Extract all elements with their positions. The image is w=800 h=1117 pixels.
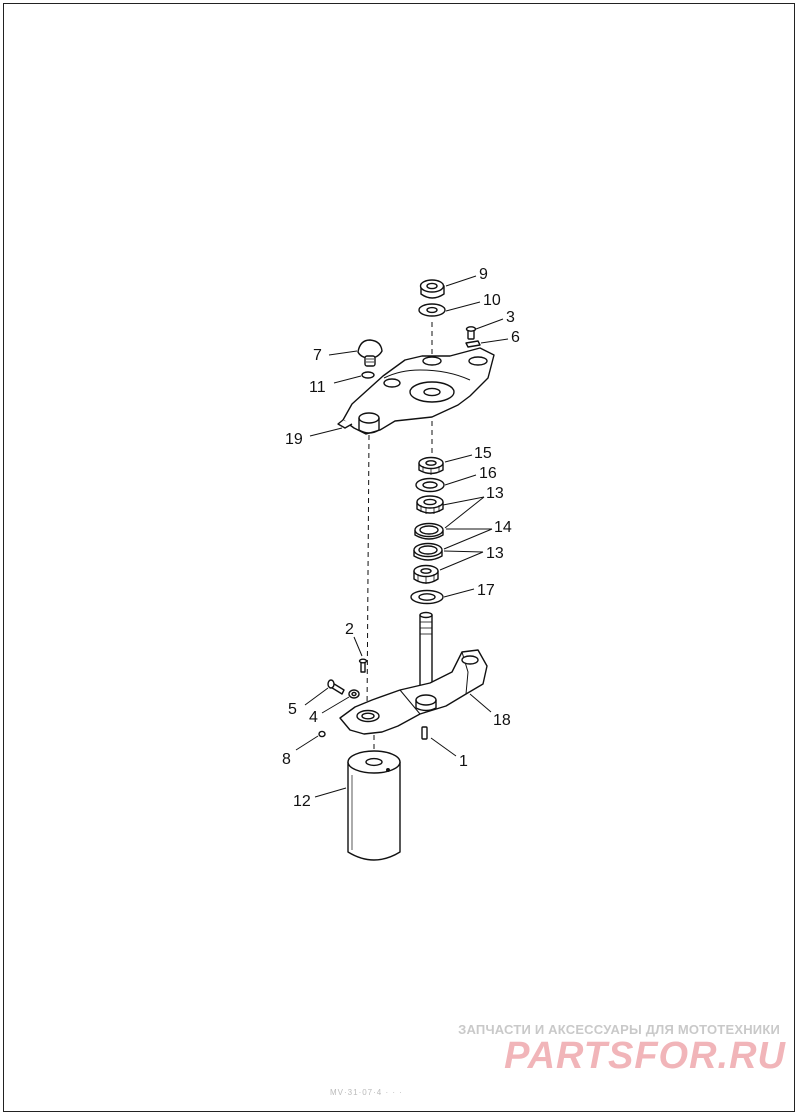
- callout-16: 16: [479, 465, 497, 482]
- part-4-washer: [348, 689, 360, 699]
- part-14-lower-race: [413, 542, 443, 561]
- callout-10: 10: [483, 292, 501, 309]
- part-15-cone-nut: [418, 456, 444, 475]
- callout-6: 6: [511, 329, 520, 346]
- callout-18: 18: [493, 712, 511, 729]
- callout-2: 2: [345, 621, 354, 638]
- callout-7: 7: [313, 347, 322, 364]
- figure-code: MV·31·07·4 · · ·: [330, 1088, 403, 1097]
- part-13-lower-bearing: [413, 564, 439, 584]
- part-16-washer: [415, 477, 445, 493]
- part-2-screw: [358, 658, 368, 673]
- callout-13-upper: 13: [486, 485, 504, 502]
- callout-13-lower: 13: [486, 545, 504, 562]
- callout-3: 3: [506, 309, 515, 326]
- callout-15: 15: [474, 445, 492, 462]
- part-6-clip: [465, 340, 481, 348]
- leader-lines: [295, 275, 509, 798]
- callout-8: 8: [282, 751, 291, 768]
- callout-12: 12: [293, 793, 311, 810]
- part-1-pin: [421, 726, 428, 740]
- part-10-washer: [418, 303, 446, 317]
- callout-11: 11: [309, 379, 326, 396]
- callout-9: 9: [479, 266, 488, 283]
- callout-14: 14: [494, 519, 512, 536]
- callout-labels: 9 10 3 6 7 11 19 15 16 13 14 13 17 2 5 4…: [282, 266, 520, 810]
- centerline-fork: [366, 434, 370, 713]
- callout-17: 17: [477, 582, 495, 599]
- part-18-lower-bracket: [339, 649, 488, 735]
- page-frame: [3, 3, 795, 1112]
- watermark-logo: PARTSFOR.RU: [504, 1035, 786, 1077]
- part-13-upper-bearing: [416, 495, 444, 514]
- part-8-plug: [318, 730, 326, 738]
- watermark-tagline: ЗАПЧАСТИ И АКСЕССУАРЫ ДЛЯ МОТОТЕХНИКИ: [458, 1022, 780, 1037]
- callout-19: 19: [285, 431, 303, 448]
- part-11-o-ring: [361, 371, 375, 379]
- part-12-fork-tube: [347, 750, 401, 861]
- callout-1: 1: [459, 753, 468, 770]
- part-5-bolt: [327, 679, 345, 695]
- callout-5: 5: [288, 701, 297, 718]
- part-17-dust-shield: [410, 589, 444, 605]
- part-3-bolt: [465, 326, 477, 340]
- part-9-nut: [419, 279, 445, 299]
- callout-4: 4: [309, 709, 318, 726]
- part-7-knob: [357, 339, 383, 367]
- part-14-upper-race: [414, 522, 444, 540]
- part-19-upper-bracket: [337, 347, 495, 435]
